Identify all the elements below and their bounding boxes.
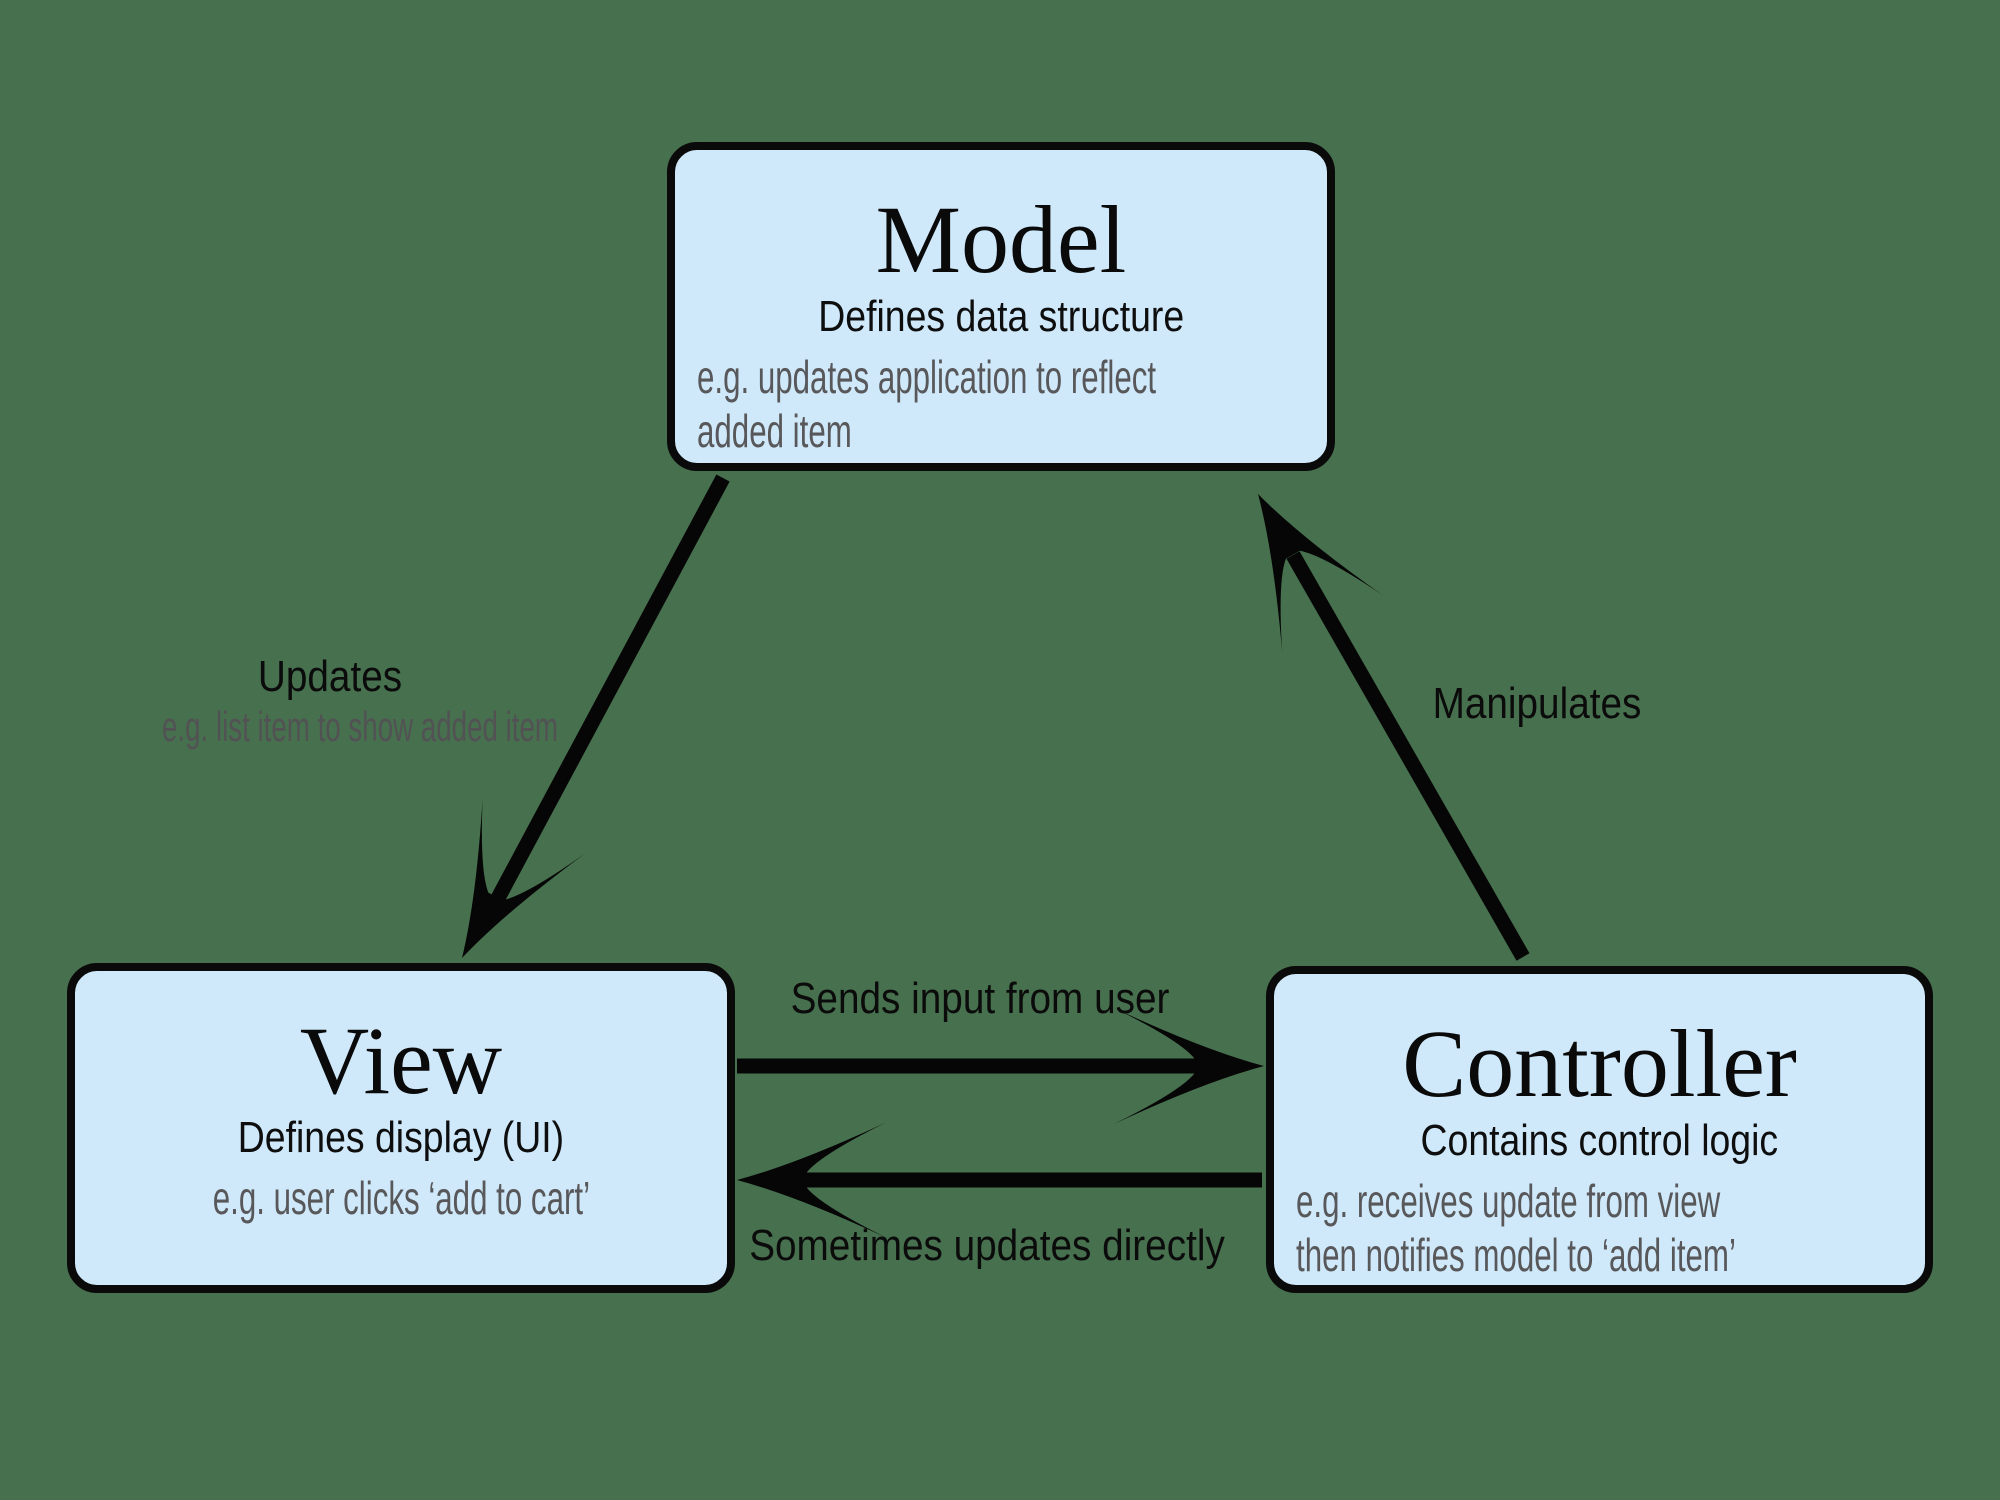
node-view-subtitle: Defines display (UI)	[237, 1112, 565, 1162]
node-controller-example: e.g. receives update from view then noti…	[1296, 1174, 1736, 1281]
edge-label-manipulates: Manipulates	[1432, 679, 1642, 728]
edge-label-sometimes-updates: Sometimes updates directly	[749, 1221, 1225, 1270]
node-view-example: e.g. user clicks ‘add to cart’	[212, 1171, 590, 1224]
node-model: Model Defines data structure e.g. update…	[667, 142, 1335, 471]
node-model-example: e.g. updates application to reflect adde…	[697, 350, 1157, 457]
node-model-title: Model	[875, 186, 1127, 293]
node-controller-subtitle: Contains control logic	[1420, 1115, 1779, 1165]
arrow-model-to-view	[462, 474, 730, 958]
node-view-title: View	[299, 1007, 503, 1114]
edge-sublabel-updates-example: e.g. list item to show added item	[162, 703, 558, 750]
edge-label-updates: Updates	[257, 652, 403, 701]
arrow-view-to-controller	[737, 1008, 1264, 1124]
edge-label-sends-input: Sends input from user	[790, 974, 1170, 1023]
node-model-subtitle: Defines data structure	[818, 291, 1184, 341]
node-view: View Defines display (UI) e.g. user clic…	[67, 963, 735, 1293]
arrow-controller-to-view	[737, 1122, 1262, 1238]
node-controller: Controller Contains control logic e.g. r…	[1266, 966, 1933, 1293]
node-controller-title: Controller	[1402, 1010, 1797, 1117]
arrow-controller-to-model	[1258, 494, 1530, 961]
